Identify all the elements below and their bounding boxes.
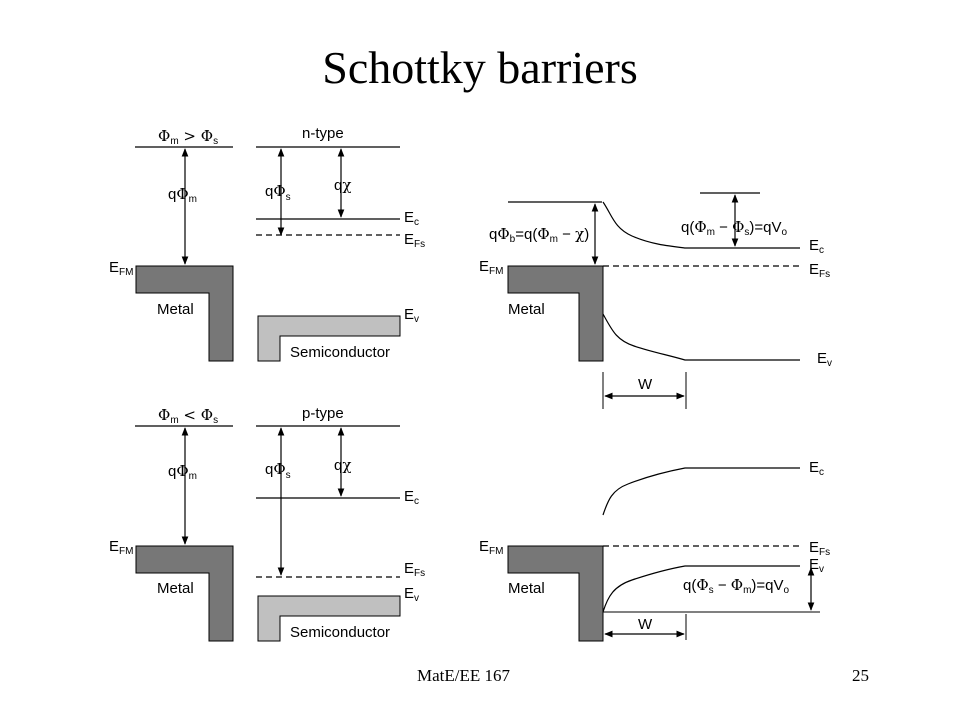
- depletion-width-label: W: [638, 376, 653, 393]
- built-in-potential-label: q(Φs − Φm)=qVo: [683, 576, 790, 596]
- q-phi-m-label: qΦm: [168, 462, 197, 482]
- efm-label: EFM: [479, 258, 503, 277]
- efm-label: EFM: [109, 259, 133, 278]
- ev-label: Ev: [809, 556, 824, 575]
- semiconductor-label: Semiconductor: [290, 344, 390, 361]
- efm-label: EFM: [479, 538, 503, 557]
- ec-label: Ec: [809, 459, 824, 478]
- panel-n-type-junction: qΦb=q(Φm − χ) EFM Metal Ec EFs Ev q(Φm −…: [479, 192, 832, 409]
- metal-block: [135, 265, 234, 362]
- footer-course: MatE/EE 167: [417, 666, 511, 685]
- condition-label: Φm > Φs: [158, 127, 218, 147]
- ev-label: Ev: [404, 306, 419, 325]
- built-in-potential-label: q(Φm − Φs)=qVo: [681, 218, 788, 238]
- efs-label: EFs: [809, 261, 830, 280]
- metal-label: Metal: [157, 301, 194, 318]
- semiconductor-block: [257, 315, 401, 362]
- efm-label: EFM: [109, 538, 133, 557]
- conduction-band-bent: [602, 467, 800, 516]
- metal-label: Metal: [508, 301, 545, 318]
- ev-label: Ev: [817, 350, 832, 369]
- panel-n-type-before-contact: Φm > Φs qΦm EFM Metal n-type qΦs qχ Ec E…: [109, 125, 425, 362]
- condition-label: Φm < Φs: [158, 406, 218, 426]
- conduction-band-bent: [602, 201, 800, 249]
- efs-label: EFs: [809, 539, 830, 558]
- barrier-height-label: qΦb=q(Φm − χ): [489, 225, 589, 245]
- semiconductor-block: [257, 595, 401, 642]
- q-chi-label: qχ: [334, 456, 351, 474]
- metal-label: Metal: [157, 580, 194, 597]
- q-phi-s-label: qΦs: [265, 460, 291, 481]
- ec-label: Ec: [404, 488, 419, 507]
- valence-band-bent: [602, 565, 800, 613]
- slide-title: Schottky barriers: [322, 42, 638, 93]
- q-chi-label: qχ: [334, 176, 351, 194]
- valence-band-bent: [602, 313, 800, 361]
- semiconductor-label: Semiconductor: [290, 624, 390, 641]
- ec-label: Ec: [809, 237, 824, 256]
- q-phi-m-label: qΦm: [168, 185, 197, 205]
- depletion-width-label: W: [638, 616, 653, 633]
- panel-p-type-junction: Ec EFM Metal EFs Ev q(Φs − Φm)=qVo W: [479, 459, 830, 642]
- metal-block: [135, 545, 234, 642]
- q-phi-s-label: qΦs: [265, 182, 291, 203]
- efs-label: EFs: [404, 231, 425, 250]
- panel-p-type-before-contact: Φm < Φs qΦm EFM Metal p-type qΦs qχ Ec E…: [109, 405, 425, 642]
- n-type-label: n-type: [302, 125, 344, 142]
- p-type-label: p-type: [302, 405, 344, 422]
- metal-label: Metal: [508, 580, 545, 597]
- ec-label: Ec: [404, 209, 419, 228]
- efs-label: EFs: [404, 560, 425, 579]
- footer-page-number: 25: [852, 666, 869, 685]
- ev-label: Ev: [404, 585, 419, 604]
